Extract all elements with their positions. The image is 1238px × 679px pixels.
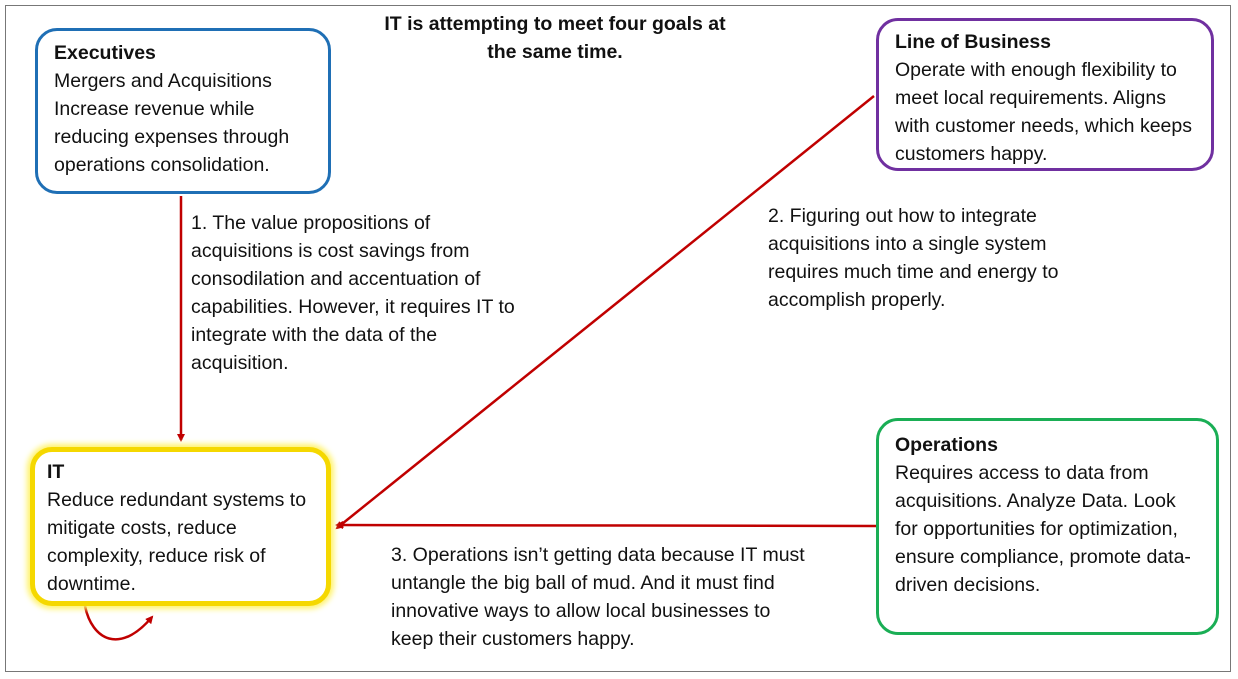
note-3: 3. Operations isn’t getting data because… bbox=[391, 544, 805, 650]
lob-heading: Line of Business bbox=[895, 31, 1052, 53]
operations-box: Operations Requires access to data from … bbox=[876, 418, 1219, 635]
executives-body: Mergers and Acquisitions Increase revenu… bbox=[54, 70, 290, 176]
executives-box: Executives Mergers and Acquisitions Incr… bbox=[35, 28, 331, 194]
operations-body: Requires access to data from acquisition… bbox=[895, 462, 1191, 596]
operations-heading: Operations bbox=[895, 434, 998, 456]
diagram-title: IT is attempting to meet four goals at t… bbox=[384, 13, 726, 63]
arrow-it-self-loop bbox=[83, 605, 154, 641]
arrow-lob-to-it bbox=[335, 95, 875, 530]
it-heading: IT bbox=[47, 461, 65, 483]
line-of-business-box: Line of Business Operate with enough fle… bbox=[876, 18, 1214, 171]
executives-heading: Executives bbox=[54, 42, 156, 64]
note-1: 1. The value propositions of acquisition… bbox=[191, 212, 515, 374]
arrow-operations-to-it bbox=[335, 521, 877, 530]
note-2: 2. Figuring out how to integrate acquisi… bbox=[768, 205, 1059, 311]
it-body: Reduce redundant systems to mitigate cos… bbox=[47, 489, 307, 595]
diagram-frame bbox=[5, 5, 1231, 672]
lob-body: Operate with enough flexibility to meet … bbox=[895, 59, 1192, 165]
it-box: IT Reduce redundant systems to mitigate … bbox=[30, 447, 331, 606]
